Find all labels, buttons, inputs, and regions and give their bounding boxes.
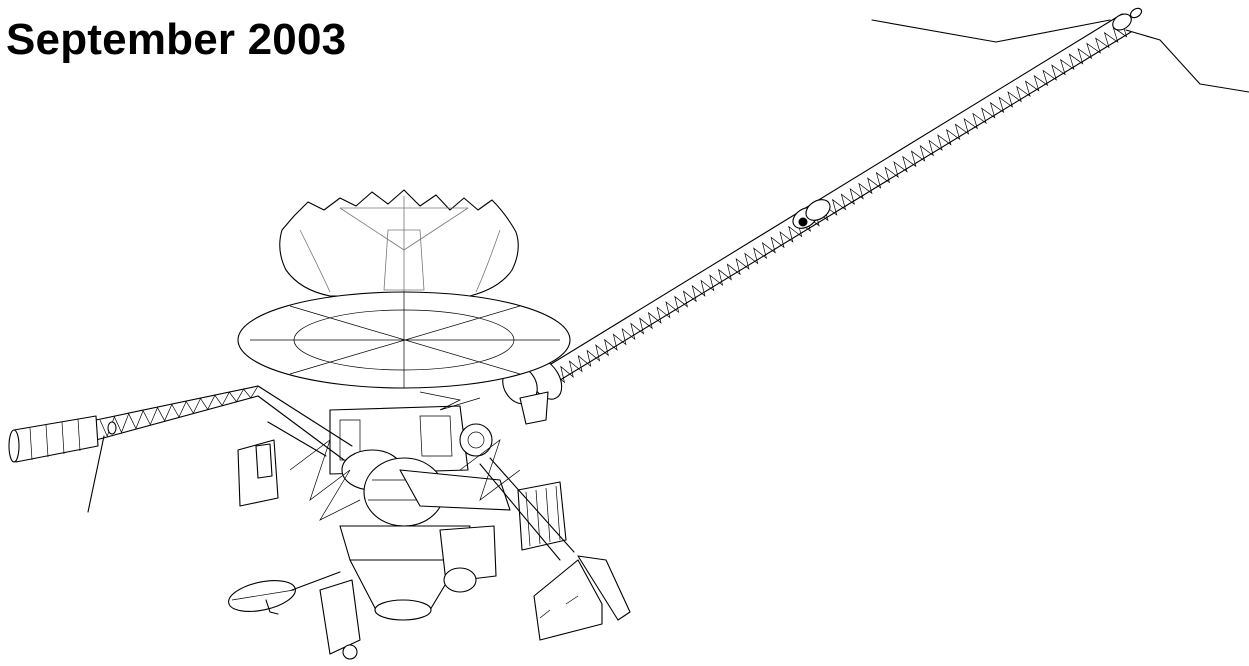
central-truss (289, 391, 521, 521)
high-gain-dish (237, 291, 571, 389)
left-rtg (8, 415, 117, 463)
boom-canister (792, 199, 831, 229)
low-gain-dish (228, 571, 341, 615)
left-rtg-boom (87, 385, 353, 513)
spacecraft-bus (329, 405, 511, 527)
despun-section (319, 525, 497, 660)
page-title: September 2003 (6, 15, 347, 64)
magnetometer-boom (537, 13, 1132, 386)
lower-right-arm (479, 457, 631, 641)
antenna-wires (871, 7, 1249, 93)
umbrella-antenna (279, 189, 519, 297)
